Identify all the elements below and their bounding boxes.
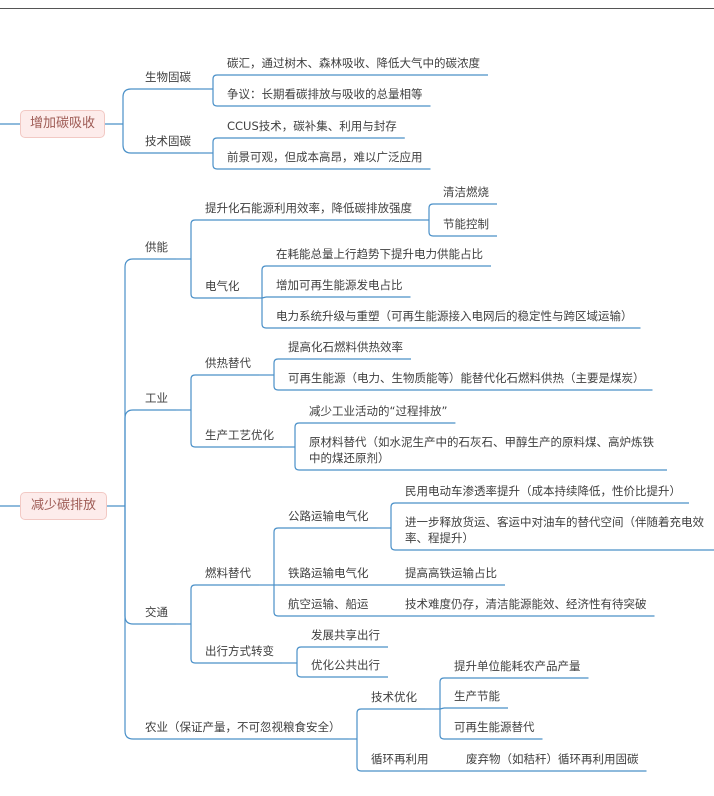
topic-tech-difficulty[interactable]: 技术难度仍存，清洁能源能效、经济性有待突破 [405,597,647,611]
topic-heating-substitution[interactable]: 供热替代 [205,356,251,370]
topic-energy-supply[interactable]: 供能 [145,240,168,254]
connector-line [124,409,135,506]
topic-carbon-sink[interactable]: 碳汇，通过树木、森林吸收、降低大气中的碳浓度 [227,56,480,70]
connector-line [356,708,362,739]
topic-transport[interactable]: 交通 [145,605,168,619]
topic-aviation-shipping[interactable]: 航空运输、船运 [288,597,369,611]
topic-ccus[interactable]: CCUS技术，碳补集、利用与封存 [227,119,397,133]
topic-power-share[interactable]: 在耗能总量上行趋势下提升电力供能占比 [276,247,483,261]
topic-road-electrification[interactable]: 公路运输电气化 [288,509,369,523]
root-increase-absorption[interactable]: 增加碳吸收 [20,110,105,138]
topic-public-transit[interactable]: 优化公共出行 [311,658,380,672]
topic-tech-sequestration[interactable]: 技术固碳 [145,134,191,148]
connector-line [190,374,196,410]
connector-line [356,739,362,772]
topic-heating-efficiency[interactable]: 提高化石燃料供热效率 [288,340,403,354]
connector-line [124,506,135,740]
connector-line [261,296,267,299]
topic-renewable-share[interactable]: 增加可再生能源发电占比 [276,278,403,292]
connector-line [261,265,267,298]
top-divider [0,8,714,9]
topic-agriculture[interactable]: 农业（保证产量，不可忽视粮食安全） [145,720,341,734]
connector-line [428,220,434,237]
connector-line [212,137,218,153]
connector-line [296,663,302,678]
topic-bio-sequestration[interactable]: 生物固碳 [145,70,191,84]
connector-line [428,203,434,220]
root-reduce-emission[interactable]: 减少碳排放 [20,492,107,520]
connector-line [390,502,396,528]
connector-line [390,528,396,551]
connector-line [212,153,218,170]
connector-line [212,89,218,107]
topic-travel-mode-shift[interactable]: 出行方式转变 [205,644,274,658]
topic-prospect[interactable]: 前景可观，但成本高昂，难以广泛应用 [227,150,423,164]
topic-fuel-substitution[interactable]: 燃料替代 [205,566,251,580]
connector-line [122,124,135,154]
topic-freight-substitution[interactable]: 进一步释放货运、客运中对油车的替代空间（伴随着充电效率、程提升） [405,515,704,545]
topic-industry[interactable]: 工业 [145,391,168,405]
topic-grid-upgrade[interactable]: 电力系统升级与重塑（可再生能源接入电网后的稳定性与跨区域运输） [276,309,633,323]
connector-line [261,298,267,329]
topic-shared-mobility[interactable]: 发展共享出行 [311,628,380,642]
topic-yield-per-energy[interactable]: 提升单位能耗农产品产量 [454,659,581,673]
topic-process-optimization[interactable]: 生产工艺优化 [205,428,274,442]
connector-line [439,709,445,740]
connector-line [273,358,279,375]
connector-line [296,646,302,663]
topic-energy-saving-control[interactable]: 节能控制 [443,217,489,231]
connector-line [212,74,218,89]
connector-line [439,677,445,709]
topic-process-emission[interactable]: 减少工业活动的“过程排放” [309,404,448,418]
topic-renewable-heating[interactable]: 可再生能源（电力、生物质能等）能替代化石燃料供热（主要是煤炭） [288,371,645,385]
topic-tech-optimization[interactable]: 技术优化 [371,690,417,704]
connector-line [124,506,135,625]
topic-renewable-substitution[interactable]: 可再生能源替代 [454,720,535,734]
connector-line [439,707,445,710]
topic-electrification[interactable]: 电气化 [205,279,240,293]
connector-line [190,624,196,664]
connector-line [122,88,135,124]
connector-line [190,410,196,448]
topic-recycling[interactable]: 循环再利用 [371,752,429,766]
connector-line [273,585,279,617]
topic-controversy[interactable]: 争议：长期看碳排放与吸收的总量相等 [227,87,423,101]
topic-waste-sequestration[interactable]: 废弃物（如秸秆）循环再利用固碳 [466,752,639,766]
connector-line [273,375,279,391]
topic-raw-material-substitution[interactable]: 原材料替代（如水泥生产中的石灰石、甲醇生产的原料煤、高炉炼铁中的煤还原剂） [309,435,654,465]
connector-line [294,447,300,471]
topic-clean-combustion[interactable]: 清洁燃烧 [443,185,489,199]
topic-fossil-efficiency[interactable]: 提升化石能源利用效率，降低碳排放强度 [205,201,412,215]
connector-line [124,258,135,506]
connector-line [294,422,300,447]
connector-line [190,584,196,624]
connector-line [190,219,196,259]
connector-line [190,259,196,299]
connector-line [273,527,279,585]
topic-ev-penetration[interactable]: 民用电动车渗透率提升（成本持续降低，性价比提升） [405,484,681,498]
topic-production-saving[interactable]: 生产节能 [454,689,500,703]
topic-high-speed-rail[interactable]: 提高高铁运输占比 [405,566,497,580]
topic-rail-electrification[interactable]: 铁路运输电气化 [288,566,369,580]
